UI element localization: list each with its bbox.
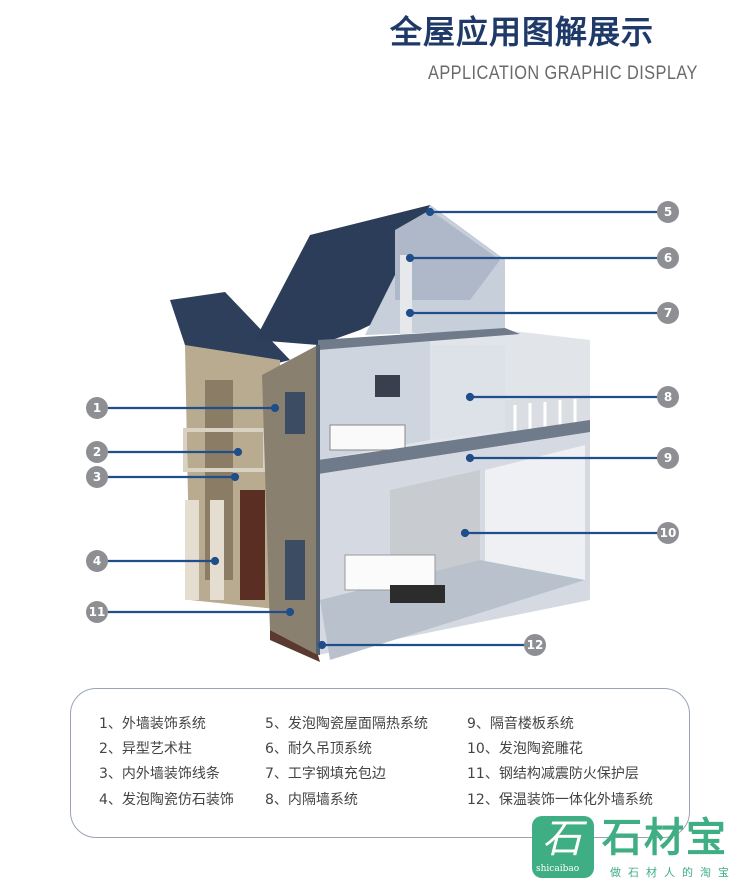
floor-slab xyxy=(318,420,590,474)
legend-item-12: 12、保温装饰一体化外墙系统 xyxy=(467,792,653,808)
page-title: 全屋应用图解展示 xyxy=(390,13,655,51)
shicaibao-logo: 石 shicaibao 石材宝 做石材人的淘宝 xyxy=(532,816,742,888)
page-subtitle: APPLICATION GRAPHIC DISPLAY xyxy=(428,63,698,84)
legend-item-2: 2、异型艺术柱 xyxy=(99,741,192,757)
logo-mark-icon: 石 shicaibao xyxy=(532,816,594,878)
logo-slogan: 做石材人的淘宝 xyxy=(610,866,736,879)
callout-12: 12 xyxy=(524,634,546,656)
legend-item-5: 5、发泡陶瓷屋面隔热系统 xyxy=(265,716,428,732)
callout-5: 5 xyxy=(657,201,679,223)
callout-2: 2 xyxy=(86,441,108,463)
callout-8: 8 xyxy=(657,386,679,408)
callout-7: 7 xyxy=(657,302,679,324)
legend-item-11: 11、钢结构减震防火保护层 xyxy=(467,766,639,782)
callout-3: 3 xyxy=(86,466,108,488)
legend-item-10: 10、发泡陶瓷雕花 xyxy=(467,741,583,757)
legend-item-4: 4、发泡陶瓷仿石装饰 xyxy=(99,792,234,808)
legend-item-3: 3、内外墙装饰线条 xyxy=(99,766,220,782)
legend-item-1: 1、外墙装饰系统 xyxy=(99,716,206,732)
legend-item-7: 7、工字钢填充包边 xyxy=(265,766,386,782)
callout-10: 10 xyxy=(657,522,679,544)
callout-4: 4 xyxy=(86,550,108,572)
callout-1: 1 xyxy=(86,397,108,419)
logo-name: 石材宝 xyxy=(602,815,728,861)
callout-9: 9 xyxy=(657,447,679,469)
callout-6: 6 xyxy=(657,247,679,269)
legend-item-8: 8、内隔墙系统 xyxy=(265,792,358,808)
callout-11: 11 xyxy=(86,601,108,623)
legend-item-6: 6、耐久吊顶系统 xyxy=(265,741,372,757)
legend-box: 1、外墙装饰系统 2、异型艺术柱 3、内外墙装饰线条 4、发泡陶瓷仿石装饰 5、… xyxy=(70,688,690,838)
legend-item-9: 9、隔音楼板系统 xyxy=(467,716,574,732)
